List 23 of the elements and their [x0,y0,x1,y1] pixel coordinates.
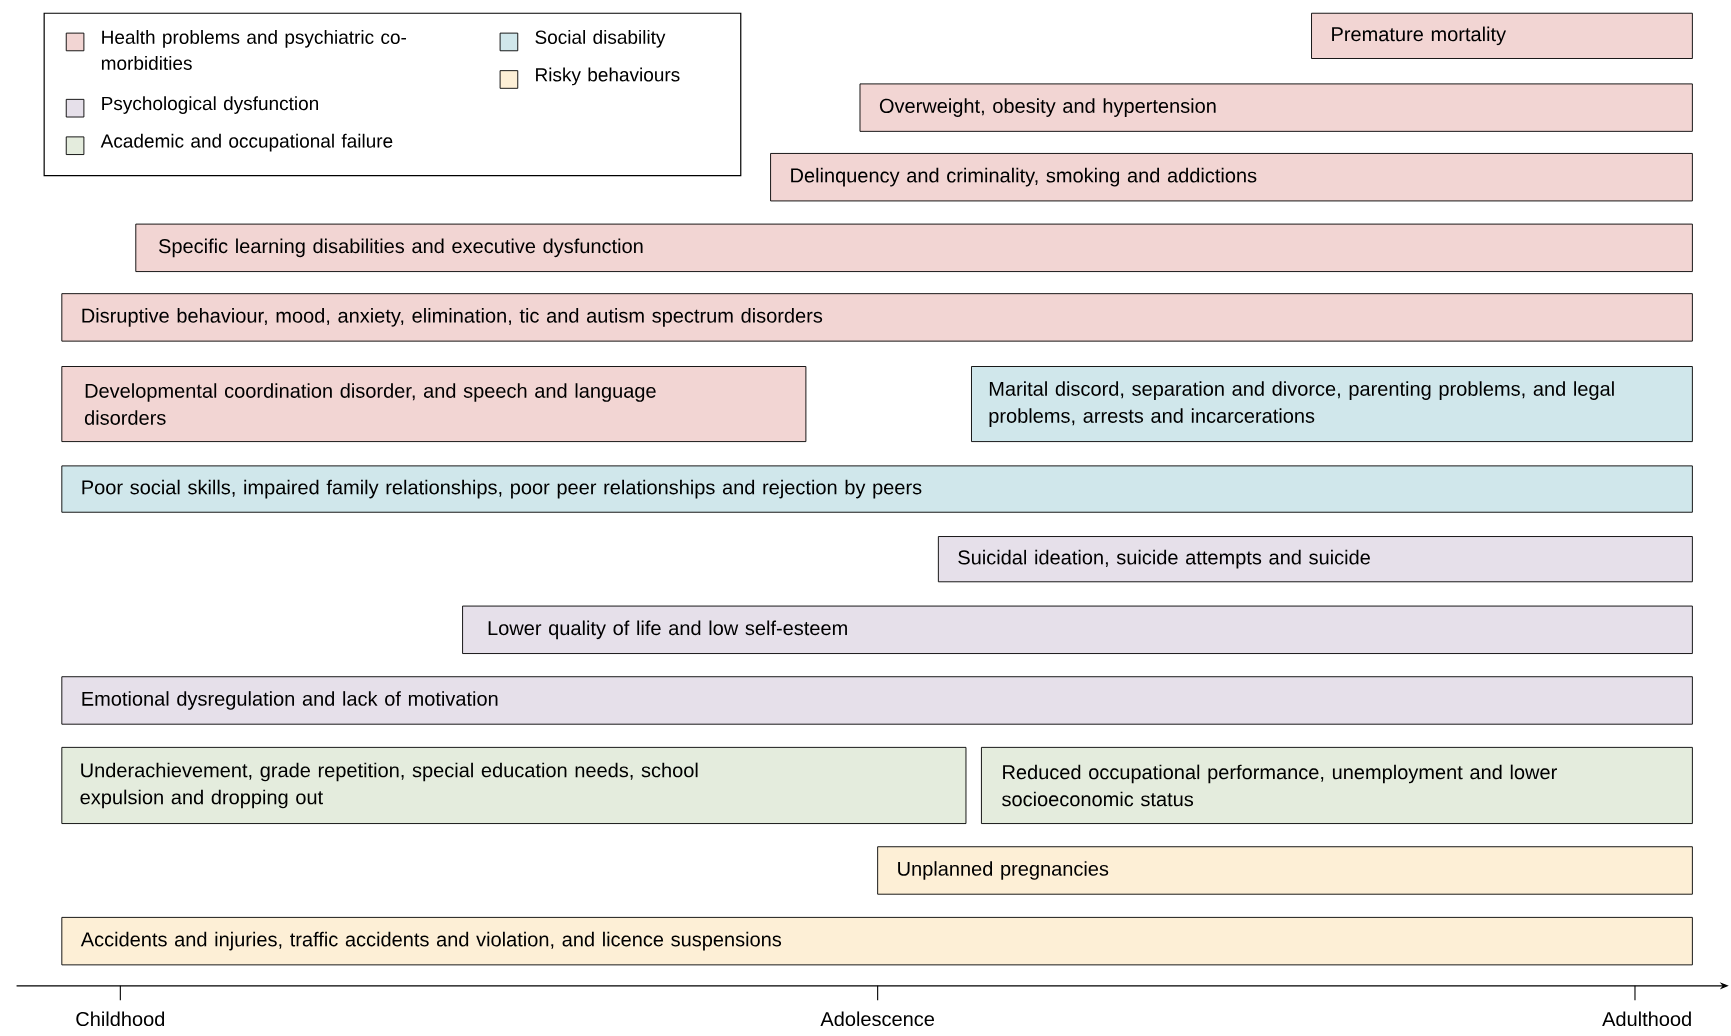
legend-label: Social disability [535,30,666,48]
outcome-bar: Developmental coordination disorder, and speech and language disorders [61,366,807,443]
legend-label: Health problems and psychiatric co-morbidities [101,30,406,70]
outcome-bar: Specific learning disabilities and executive dysfunction [135,223,1693,272]
axis-label: Adulthood [1602,1011,1691,1027]
outcome-bar: Premature mortality [1311,12,1693,59]
outcome-bar: Poor social skills, impaired family relationships, poor peer relationships and rejection by peers [61,465,1693,513]
outcome-bar: Unplanned pregnancies [877,846,1693,895]
outcome-bar: Suicidal ideation, suicide attempts and suicide [937,536,1693,583]
outcome-bar: Disruptive behaviour, mood, anxiety, elimination, tic and autism spectrum disorders [61,293,1693,342]
outcome-bar: Reduced occupational performance, unemployment and lower socioeconomic status [980,746,1693,824]
outcome-bar: Underachievement, grade repetition, special education needs, school expulsion and dropping out [61,746,967,824]
outcome-bar: Marital discord, separation and divorce, parenting problems, and legal problems, arrests and incarcerations [971,366,1693,443]
legend-label: Academic and occupational failure [100,133,393,152]
axis-label: Adolescence [820,1011,934,1027]
legend-label: Risky behaviours [536,67,680,86]
outcome-bar: Overweight, obesity and hypertension [859,83,1693,132]
outcome-bar: Lower quality of life and low self-esteem [462,605,1693,654]
axis-label: Childhood [76,1011,165,1027]
legend-label: Psychological dysfunction [102,96,318,114]
outcome-bar: Accidents and injuries, traffic accidents and violation, and licence suspensions [61,916,1693,966]
outcome-bar: Delinquency and criminality, smoking and addictions [770,153,1693,202]
outcome-bar: Emotional dysregulation and lack of motivation [61,676,1693,725]
